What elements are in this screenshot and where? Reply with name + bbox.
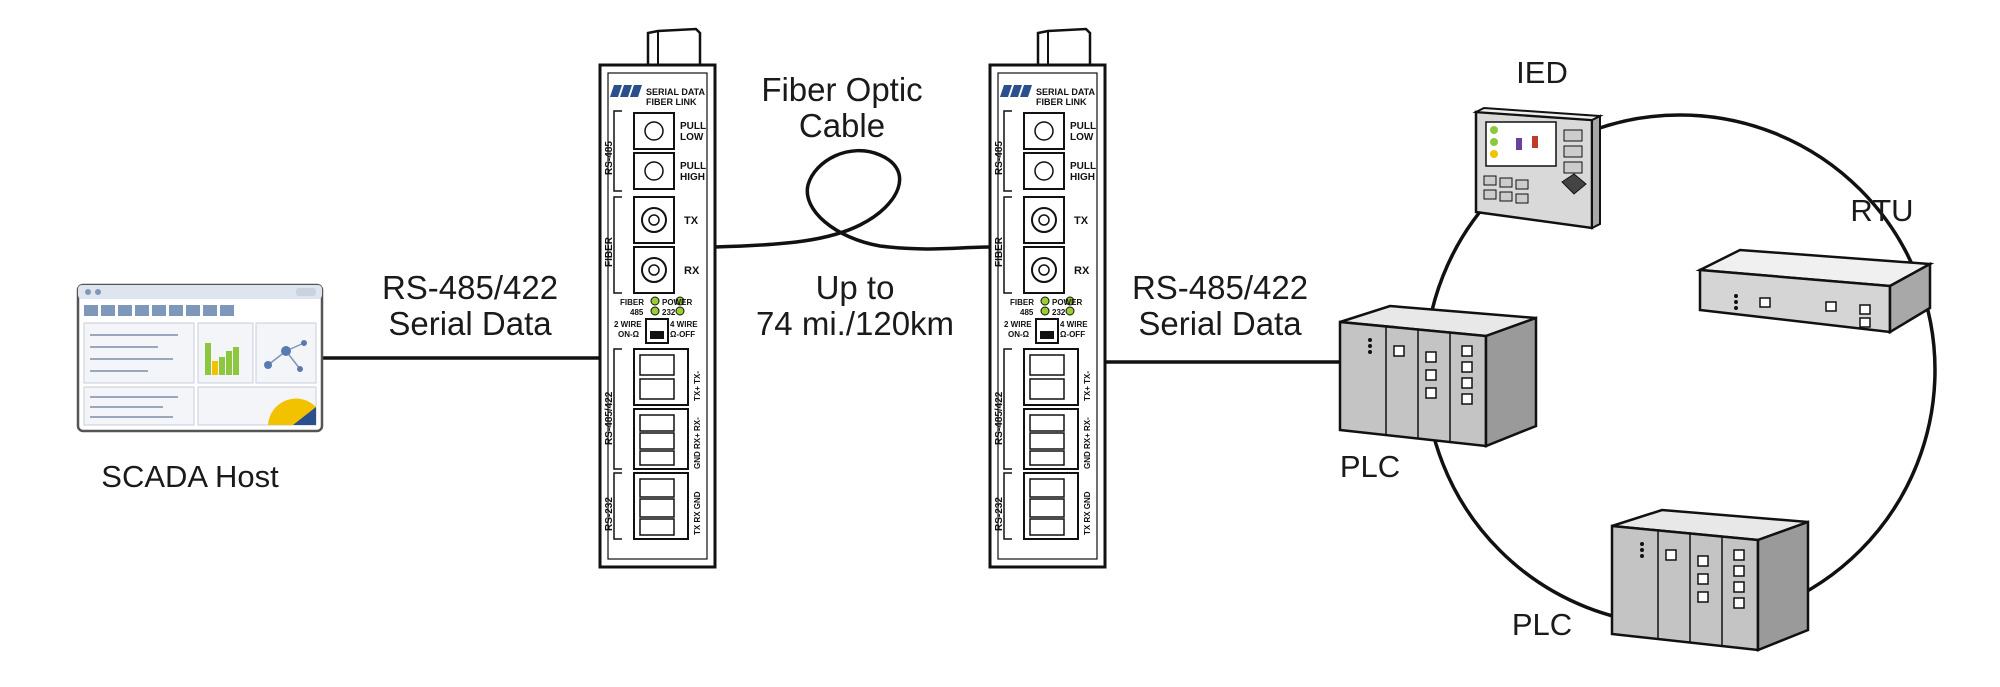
fiber-cable-label-line1: Fiber Optic: [761, 71, 923, 108]
plc-device-lower: [1610, 508, 1810, 652]
pull-low-label-1: PULL: [680, 121, 706, 132]
rx-port-label: RX: [684, 265, 700, 277]
terminal-a-label: TX+ TX-: [1083, 371, 1092, 401]
plc-device-upper: [1338, 304, 1538, 448]
wire4-sub-label: Ω-OFF: [1060, 330, 1085, 339]
led-232-label: 232: [662, 308, 676, 317]
connection-lines: [322, 148, 1340, 364]
scada-host-label: SCADA Host: [101, 459, 279, 494]
tx-port-label: TX: [1074, 215, 1089, 227]
wire2-sub-label: ON-Ω: [618, 330, 640, 339]
pull-high-label-2: HIGH: [680, 172, 705, 183]
section-rs485-422-label: RS-485/422: [994, 391, 1005, 445]
section-rs232-label: RS-232: [604, 497, 615, 531]
fiber-optic-cable: [714, 148, 991, 251]
fiber-cable-label-line2: Cable: [798, 106, 886, 144]
terminal-c-label: TX RX GND: [693, 491, 702, 535]
rtu-device: [1695, 248, 1935, 335]
serial-right-line1: RS-485/422: [1131, 269, 1309, 306]
scada-host-monitor: [76, 283, 324, 433]
pull-low-label-1: PULL: [1070, 121, 1096, 132]
fiber-link-device-left: SERIAL DATA FIBER LINK PULL LOW PULL HIG…: [598, 27, 717, 569]
led-fiber-label: FIBER: [1010, 298, 1034, 307]
distance-label: Up to 74 mi./120km: [735, 270, 975, 341]
rtu-label: RTU: [1850, 193, 1914, 228]
tx-port-label: TX: [684, 215, 699, 227]
fiber-cable-label: Fiber Optic Cable: [742, 72, 942, 143]
pull-high-label-1: PULL: [680, 161, 706, 172]
wire2-sub-label: ON-Ω: [1008, 330, 1030, 339]
brand-line2: FIBER LINK: [1036, 97, 1087, 107]
pull-high-label-2: HIGH: [1070, 172, 1095, 183]
ied-device: [1472, 106, 1604, 230]
led-power-label: POWER: [1052, 298, 1082, 307]
distance-label-line2: 74 mi./120km: [755, 304, 955, 342]
pull-low-label-2: LOW: [680, 132, 704, 143]
plc-lower-label: PLC: [1511, 607, 1573, 642]
section-rs232-label: RS-232: [994, 497, 1005, 531]
led-232-label: 232: [1052, 308, 1066, 317]
terminal-b-label: GND RX+ RX-: [1083, 417, 1092, 469]
serial-data-label-left: RS-485/422 Serial Data: [360, 270, 580, 341]
ied-label: IED: [1516, 55, 1568, 90]
serial-data-label-right: RS-485/422 Serial Data: [1110, 270, 1330, 341]
wire4-sub-label: Ω-OFF: [670, 330, 695, 339]
section-rs485-label: RS-485: [604, 141, 615, 175]
rx-port-label: RX: [1074, 265, 1090, 277]
terminal-b-label: GND RX+ RX-: [693, 417, 702, 469]
pull-high-label-1: PULL: [1070, 161, 1096, 172]
led-485-label: 485: [630, 308, 644, 317]
brand-line1: SERIAL DATA: [1036, 87, 1096, 97]
pull-low-label-2: LOW: [1070, 132, 1094, 143]
section-fiber-label: FIBER: [994, 236, 1005, 267]
serial-left-line1: RS-485/422: [381, 269, 559, 306]
fiber-link-device-right: SERIAL DATA FIBER LINK PULL LOW PULL HIG…: [988, 27, 1107, 569]
plc-upper-label: PLC: [1339, 449, 1401, 484]
wire4-label: 4 WIRE: [1060, 320, 1088, 329]
led-fiber-label: FIBER: [620, 298, 644, 307]
wire2-label: 2 WIRE: [614, 320, 642, 329]
terminal-c-label: TX RX GND: [1083, 491, 1092, 535]
brand-line2: FIBER LINK: [646, 97, 697, 107]
section-rs485-422-label: RS-485/422: [604, 391, 615, 445]
led-power-label: POWER: [662, 298, 692, 307]
terminal-a-label: TX+ TX-: [693, 371, 702, 401]
section-fiber-label: FIBER: [604, 236, 615, 267]
led-485-label: 485: [1020, 308, 1034, 317]
serial-right-line2: Serial Data: [1138, 304, 1302, 342]
brand-line1: SERIAL DATA: [646, 87, 706, 97]
wire2-label: 2 WIRE: [1004, 320, 1032, 329]
wire4-label: 4 WIRE: [670, 320, 698, 329]
section-rs485-label: RS-485: [994, 141, 1005, 175]
distance-label-line1: Up to: [815, 269, 895, 306]
serial-left-line2: Serial Data: [388, 304, 552, 342]
